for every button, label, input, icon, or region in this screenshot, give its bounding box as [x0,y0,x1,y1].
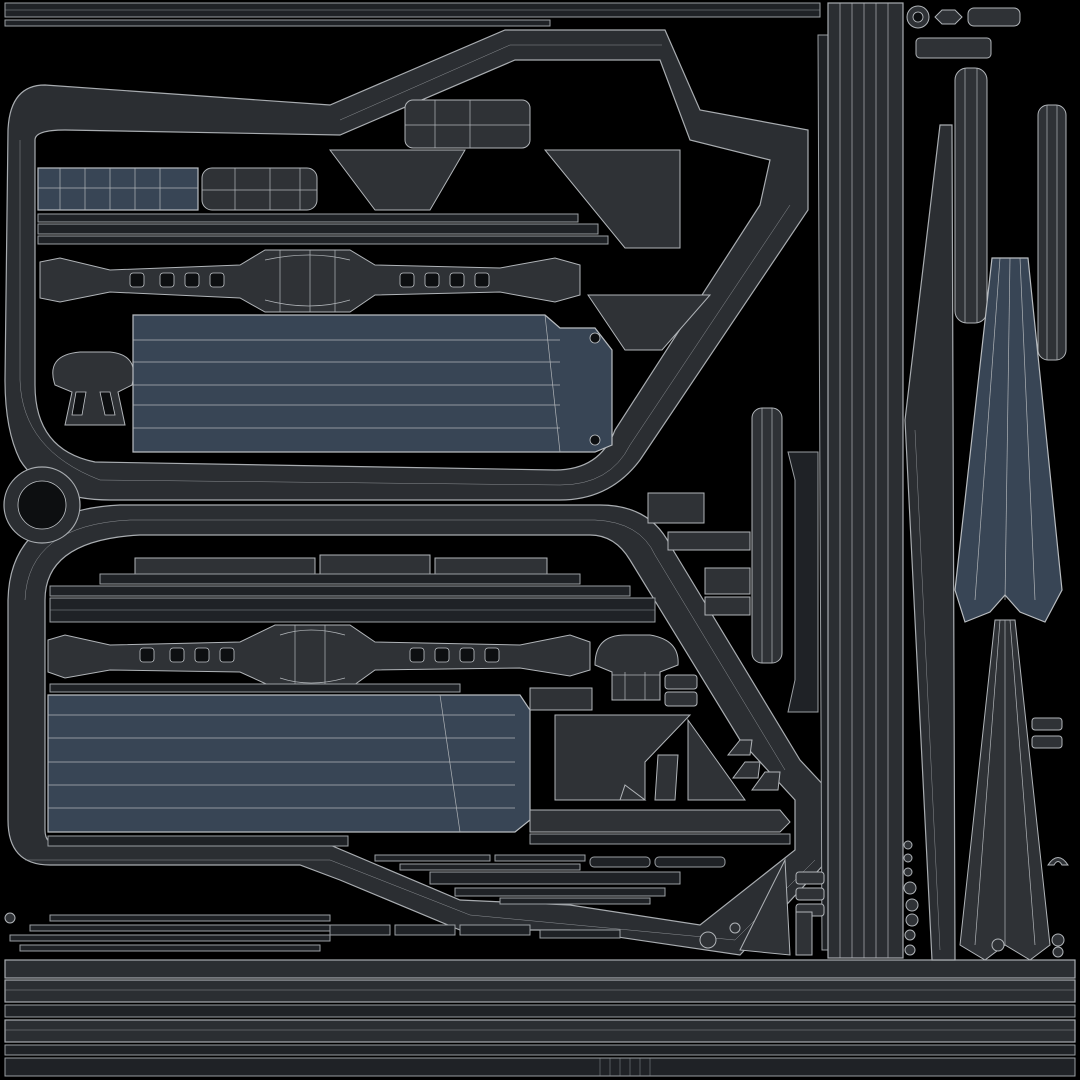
small-parts [739,5,1069,958]
bottom-strips [4,912,1076,1077]
top-edge-strips [4,2,821,27]
lower-interior-pieces [47,554,791,905]
upper-frame-loop [4,29,809,501]
upper-interior-pieces [37,99,712,453]
vertical-column-pieces [647,2,1067,961]
ring-piece [3,466,81,544]
